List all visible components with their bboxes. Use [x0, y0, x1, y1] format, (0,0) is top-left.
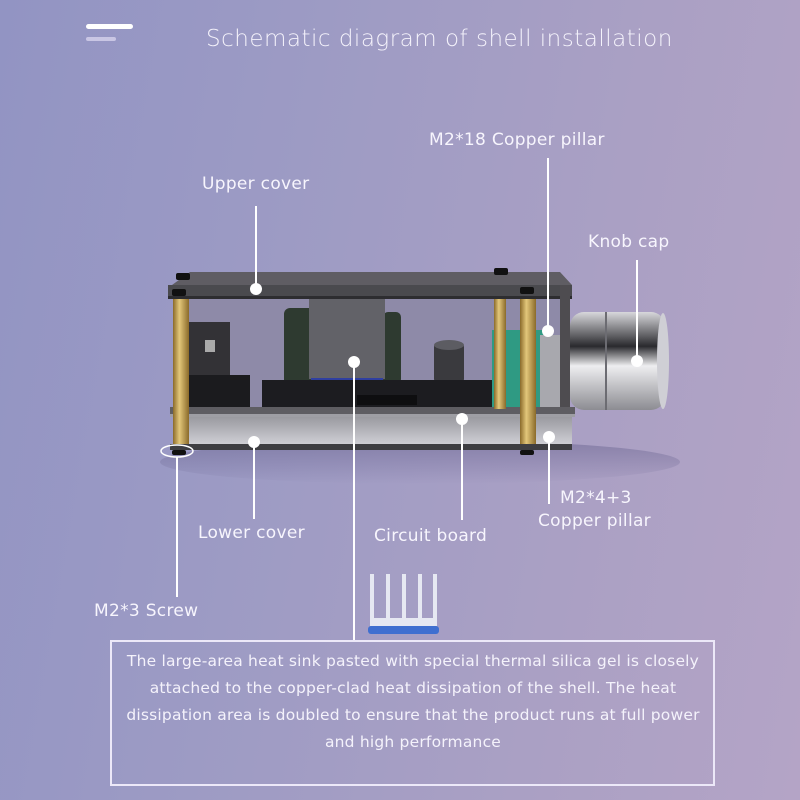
- circuit-board: [170, 407, 575, 417]
- capacitor-right: [383, 312, 401, 384]
- page-title: Schematic diagram of shell installation: [206, 26, 673, 52]
- leader-knob-cap: [636, 260, 638, 358]
- description-box: [110, 640, 715, 786]
- label-lower-cover: Lower cover: [198, 523, 305, 543]
- inductor-block: [309, 299, 385, 379]
- label-copper-pillar-4-3-line1: M2*4+3: [560, 488, 632, 508]
- leader-circuit-board: [461, 420, 463, 520]
- marker-copper-pillar-4-3: [543, 431, 555, 443]
- leader-heat-sink: [353, 362, 355, 640]
- knob-cap: [570, 312, 669, 410]
- top-screws: [172, 268, 534, 296]
- side-frame: [560, 285, 570, 445]
- hamburger-menu-icon[interactable]: [86, 24, 134, 41]
- lower-cover: [170, 417, 572, 450]
- marker-lower-cover: [248, 436, 260, 448]
- marker-heat-sink: [348, 356, 360, 368]
- copper-pillars: [173, 299, 536, 444]
- marker-knob-cap: [631, 355, 643, 367]
- leader-screw: [176, 457, 178, 597]
- marker-circuit-board: [456, 413, 468, 425]
- menu-bar-top: [86, 24, 133, 29]
- ic-chip: [357, 395, 417, 405]
- leader-copper-pillar-18: [547, 158, 549, 328]
- marker-upper-cover: [250, 283, 262, 295]
- heat-sink-icon: [368, 574, 439, 634]
- upper-cover: [168, 272, 572, 299]
- leader-lower-cover: [253, 443, 255, 519]
- leader-copper-pillar-4-3: [548, 440, 550, 504]
- label-screw: M2*3 Screw: [94, 601, 199, 621]
- bottom-screw: [172, 450, 186, 455]
- label-circuit-board: Circuit board: [374, 526, 488, 546]
- heat-sink-description: The large-area heat sink pasted with spe…: [126, 652, 700, 751]
- label-upper-cover: Upper cover: [202, 174, 310, 194]
- marker-copper-pillar-18: [542, 325, 554, 337]
- menu-bar-bottom: [86, 37, 116, 41]
- small-capacitor: [434, 340, 464, 383]
- bottom-screw-right: [520, 450, 534, 455]
- leader-upper-cover: [255, 206, 257, 288]
- device-shadow: [160, 440, 680, 484]
- label-copper-pillar-18: M2*18 Copper pillar: [429, 130, 605, 150]
- label-copper-pillar-4-3-line2: Copper pillar: [538, 511, 651, 531]
- label-knob-cap: Knob cap: [588, 232, 670, 252]
